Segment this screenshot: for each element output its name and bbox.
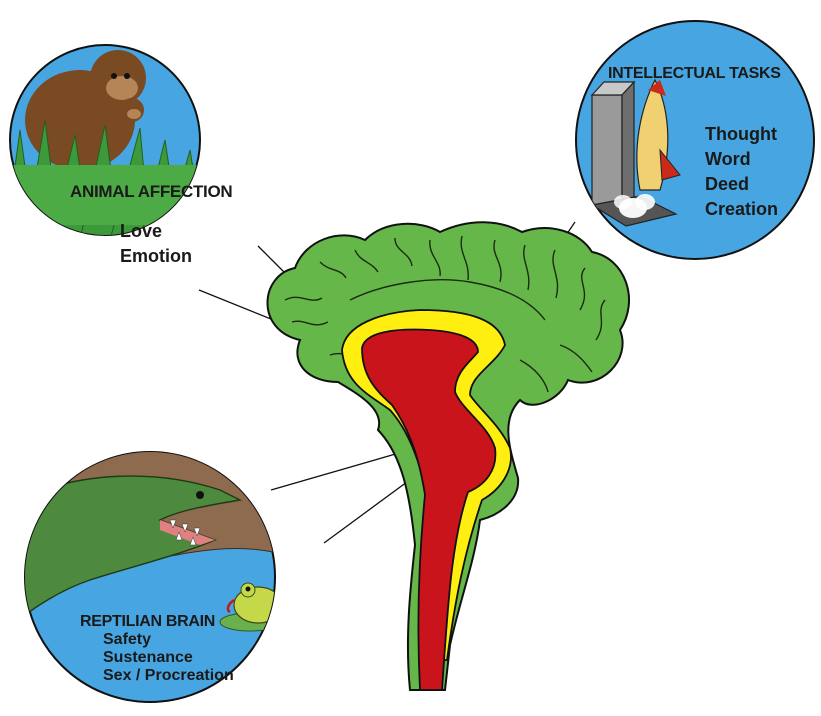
animal-affection-title: ANIMAL AFFECTION [70, 182, 232, 202]
brain-illustration [268, 222, 630, 690]
intellectual-tasks-circle [576, 21, 814, 259]
reptilian-item-safety: Safety [103, 632, 151, 649]
reptilian-item-sex-procreation: Sex / Procreation [103, 668, 234, 685]
intellectual-tasks-title: INTELLECTUAL TASKS [608, 65, 781, 83]
intellectual-item-creation: Creation [705, 199, 778, 220]
animal-affection-circle [5, 45, 205, 240]
intellectual-item-word: Word [705, 149, 751, 170]
reptilian-item-sustenance: Sustenance [103, 650, 193, 667]
intellectual-item-deed: Deed [705, 174, 749, 195]
animal-item-love: Love [120, 221, 162, 242]
animal-item-emotion: Emotion [120, 246, 192, 267]
intellectual-item-thought: Thought [705, 124, 777, 145]
reptilian-brain-title: REPTILIAN BRAIN [80, 613, 215, 631]
